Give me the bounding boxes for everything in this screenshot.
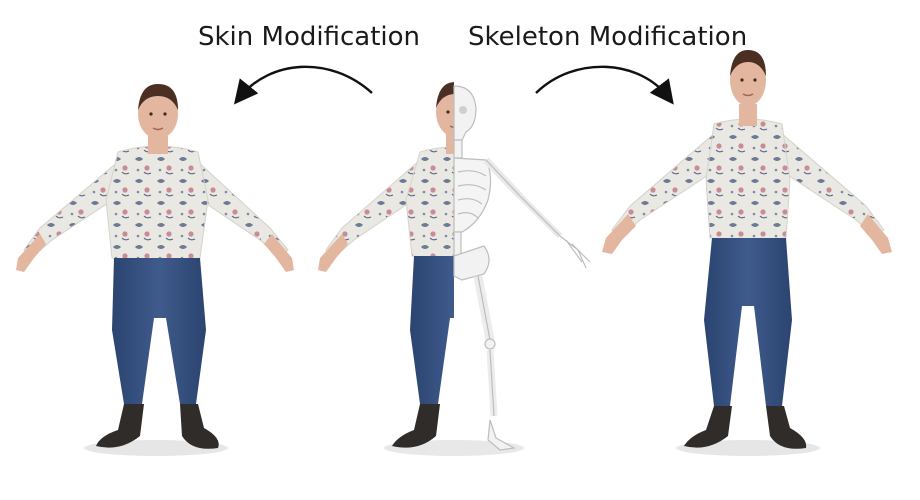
figure-skin-modified [16,84,294,456]
skeleton-icon [453,85,591,451]
arrow-right-icon [535,65,674,105]
arrow-left-icon [233,65,373,105]
skeleton-modification-label: Skeleton Modification [468,22,748,52]
skin-modification-label: Skin Modification [198,22,421,52]
figure-original-with-skeleton [318,82,591,456]
figure-skeleton-modified [602,50,892,456]
